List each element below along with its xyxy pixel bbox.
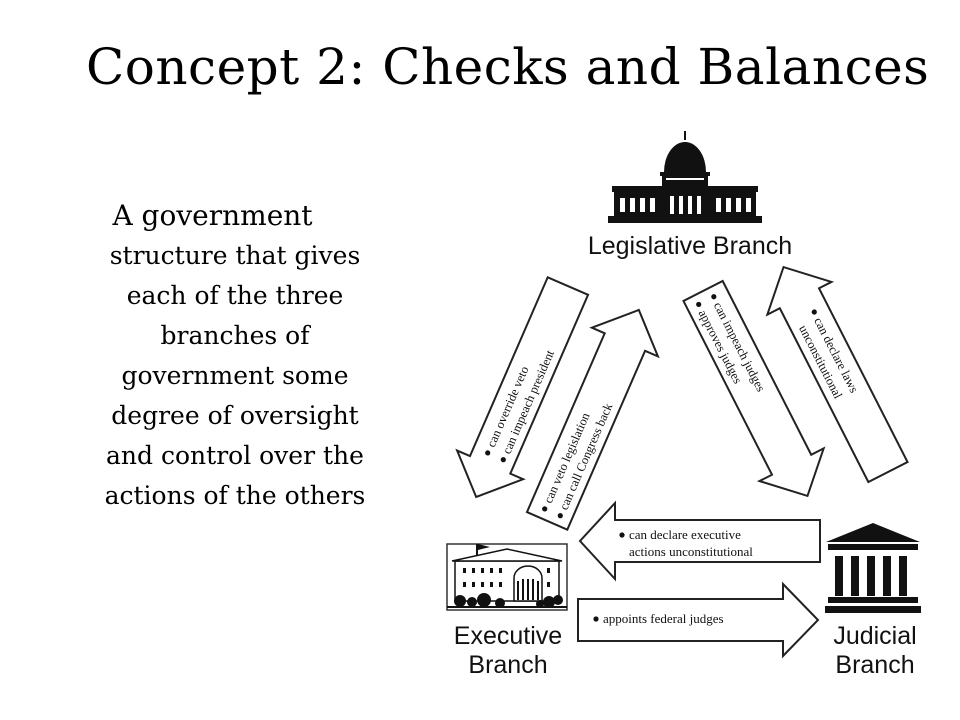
definition-line: structure that gives bbox=[109, 241, 361, 270]
arrow-judicial-to-executive: can declare executive actions unconstitu… bbox=[578, 500, 821, 582]
definition-line: actions of the others bbox=[104, 481, 366, 510]
executive-branch-label-line2: Branch bbox=[468, 651, 547, 679]
definition-line: degree of oversight bbox=[111, 401, 359, 430]
judicial-branch-label-line2: Branch bbox=[835, 651, 914, 679]
white-house-icon bbox=[446, 543, 568, 611]
executive-branch-label-line1: Executive bbox=[454, 622, 562, 650]
slide-title: Concept 2: Checks and Balances bbox=[86, 38, 930, 96]
judicial-branch-label-line1: Judicial bbox=[833, 622, 916, 650]
check-declare-executive: can declare executive bbox=[629, 527, 741, 542]
definition-line: and control over the bbox=[106, 441, 364, 470]
capitol-icon bbox=[608, 131, 762, 223]
arrow-executive-to-judicial: appoints federal judges bbox=[577, 581, 820, 659]
definition-line: branches of bbox=[160, 321, 310, 350]
courthouse-icon bbox=[825, 523, 921, 613]
definition-text: A government structure that gives each o… bbox=[70, 196, 400, 516]
check-appoints-judges: appoints federal judges bbox=[603, 611, 724, 626]
definition-line: A government bbox=[112, 199, 313, 232]
definition-line: government some bbox=[121, 361, 349, 390]
definition-line: each of the three bbox=[126, 281, 344, 310]
check-actions-unconstitutional: actions unconstitutional bbox=[629, 544, 753, 559]
legislative-branch-label: Legislative Branch bbox=[588, 232, 792, 260]
arrow-legislative-to-judicial: can impeach judges approves judges bbox=[682, 279, 826, 498]
